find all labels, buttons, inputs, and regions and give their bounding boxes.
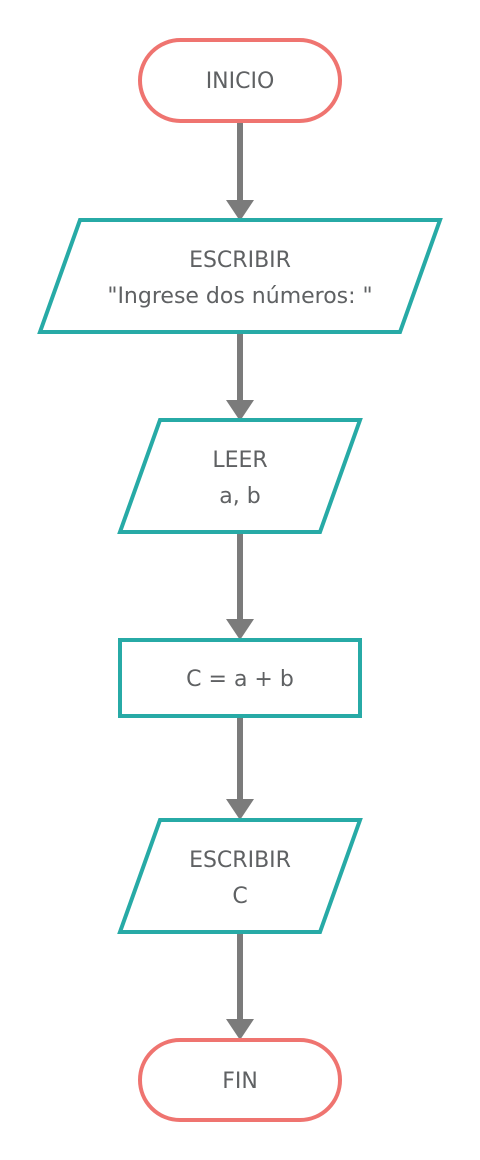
arrow-down-icon bbox=[226, 400, 254, 421]
read-input-node: LEER a, b bbox=[117, 418, 363, 534]
result-output-node: ESCRIBIR C bbox=[117, 818, 363, 934]
connector-prompt-to-read bbox=[226, 333, 254, 421]
read-line2: a, b bbox=[219, 484, 260, 509]
connector-process-to-output bbox=[226, 717, 254, 820]
process-node: C = a + b bbox=[118, 638, 362, 718]
read-line1: LEER bbox=[212, 448, 267, 473]
start-label: INICIO bbox=[206, 69, 275, 94]
prompt-output-node: ESCRIBIR "Ingrese dos números: " bbox=[37, 218, 443, 334]
output-line2: C bbox=[232, 884, 247, 909]
arrow-down-icon bbox=[226, 200, 254, 221]
arrow-down-icon bbox=[226, 1019, 254, 1040]
end-label: FIN bbox=[222, 1069, 258, 1094]
start-terminal: INICIO bbox=[138, 38, 342, 123]
process-label: C = a + b bbox=[186, 667, 294, 692]
prompt-line1: ESCRIBIR bbox=[189, 248, 291, 273]
arrow-down-icon bbox=[226, 799, 254, 820]
connector-read-to-process bbox=[226, 533, 254, 640]
end-terminal: FIN bbox=[138, 1038, 342, 1122]
connector-output-to-end bbox=[226, 933, 254, 1040]
arrow-down-icon bbox=[226, 619, 254, 640]
prompt-line2: "Ingrese dos números: " bbox=[107, 284, 372, 309]
output-line1: ESCRIBIR bbox=[189, 848, 291, 873]
connector-start-to-prompt bbox=[226, 122, 254, 221]
